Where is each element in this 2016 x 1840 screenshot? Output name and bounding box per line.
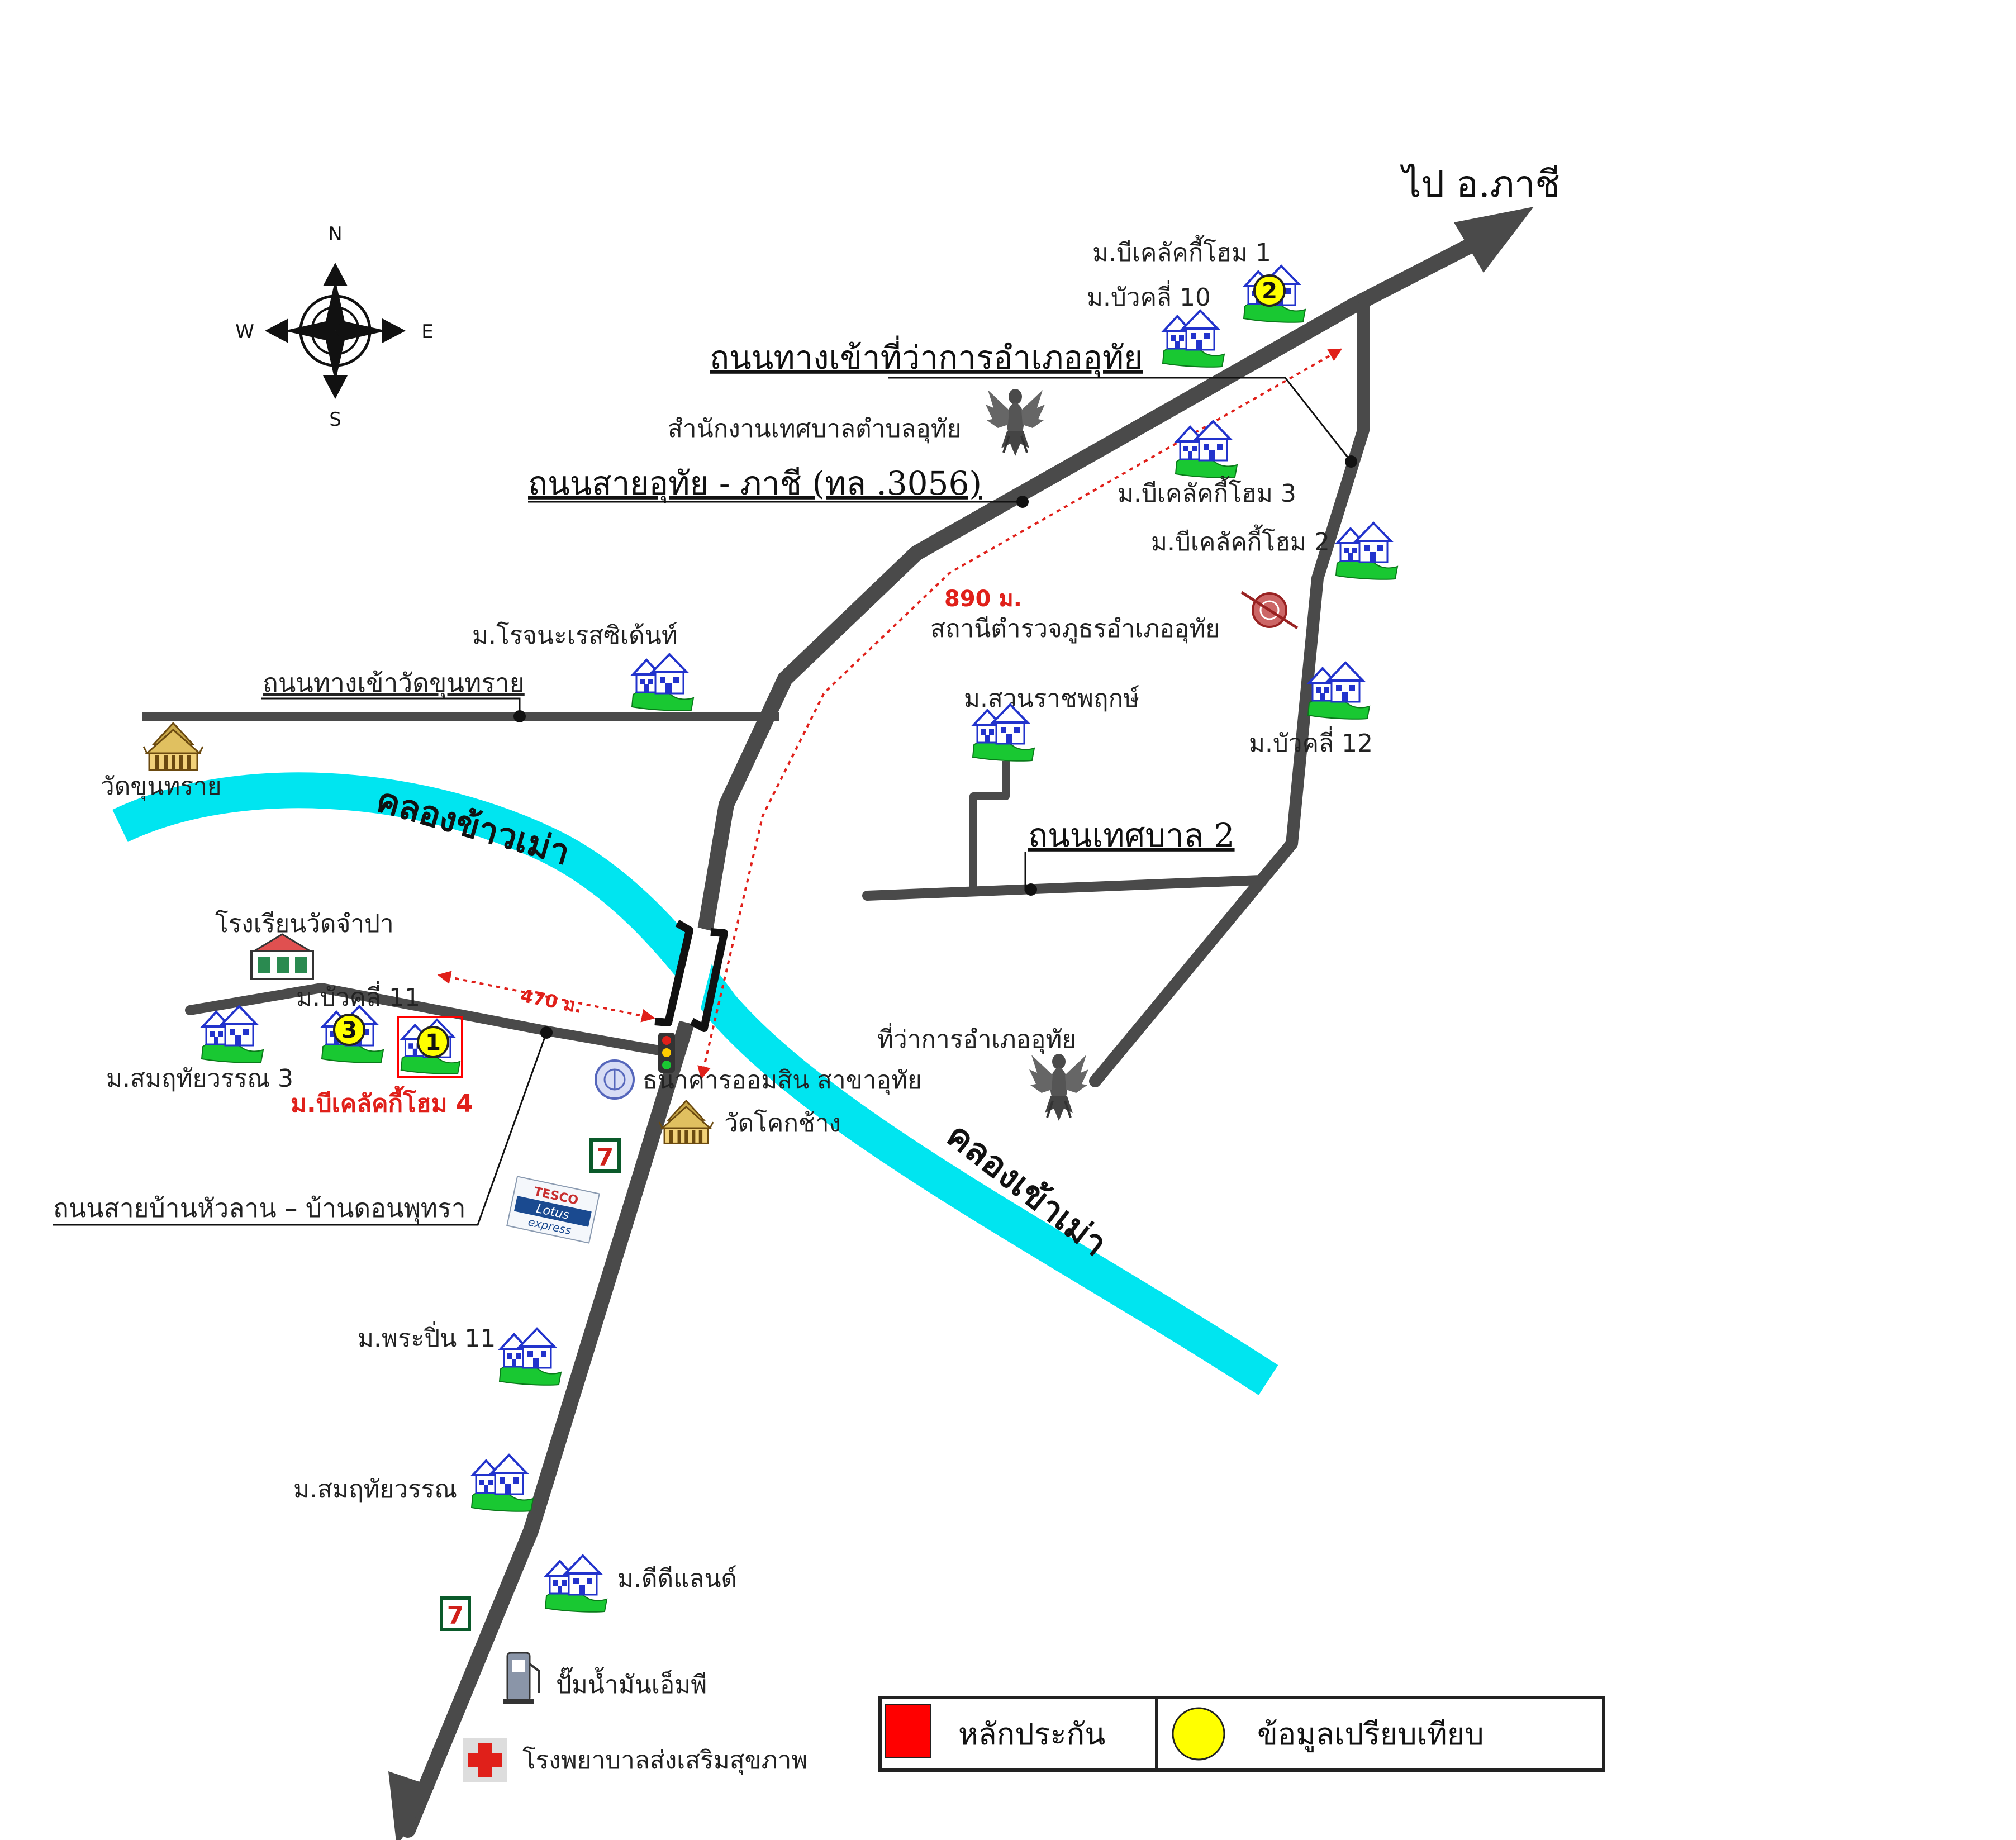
label-subject: ม.บีเคลัคกี้โฮม 4	[291, 1085, 473, 1118]
svg-text:3: 3	[341, 1018, 357, 1043]
svg-text:1: 1	[425, 1030, 441, 1055]
label-hospital: โรงพยาบาลส่งเสริมสุขภาพ	[522, 1746, 807, 1775]
highway-arrow-north	[1454, 207, 1534, 273]
label-somruethai-3: ม.สมฤทัยวรรณ 3	[106, 1064, 293, 1093]
route-to-district	[697, 348, 1343, 1080]
garuda-emblem-icon	[985, 388, 1046, 457]
village-house-icon	[498, 1328, 562, 1386]
label-bleklucky-2: ม.บีเคลัคกี้โฮม 2	[1151, 524, 1330, 557]
road-label-hua-lan: ถนนสายบ้านหัวลาน – บ้านดอนพุทรา	[53, 1193, 466, 1224]
distance-890: 890 ม.	[944, 586, 1022, 612]
svg-text:7: 7	[597, 1143, 614, 1172]
svg-text:2: 2	[1262, 278, 1277, 304]
label-school: โรงเรียนวัดจำปา	[215, 910, 394, 938]
village-house-icon	[631, 653, 695, 712]
village-house-icon	[201, 1005, 264, 1064]
police-badge-icon	[1240, 591, 1299, 630]
label-gas-station: ปั๊มน้ำมันเอ็มพี	[556, 1667, 707, 1699]
road-label-main-highway: ถนนสายอุทัย - ภาชี (ทล .3056)	[528, 464, 982, 503]
collateral-marker-frame	[397, 1016, 463, 1078]
seven-eleven-icon: 7	[440, 1596, 471, 1631]
red-cross-icon	[463, 1738, 507, 1782]
village-house-icon	[972, 703, 1035, 762]
label-police-station: สถานีตำรวจภูธรอำเภออุทัย	[930, 615, 1220, 644]
compass-n: N	[328, 223, 342, 245]
gsb-bank-icon	[595, 1059, 635, 1100]
fuel-pump-icon	[503, 1652, 540, 1704]
village-house-icon	[470, 1454, 534, 1513]
canal-label-north: คลองข้าวเม่า	[372, 779, 574, 873]
road-label-thetsaban-2: ถนนเทศบาล 2	[1028, 816, 1235, 854]
legend-collateral-swatch	[885, 1704, 931, 1758]
traffic-light-icon	[658, 1033, 675, 1073]
canal	[112, 772, 1278, 1395]
svg-text:7: 7	[447, 1601, 464, 1630]
tesco-lotus-logo: TESCO Lotus express	[506, 1176, 600, 1244]
label-wat-khun-sai: วัดขุนทราย	[101, 772, 222, 801]
school-icon	[250, 933, 314, 980]
village-house-icon	[544, 1554, 608, 1613]
label-bleklucky-3: ม.บีเคลัคกี้โฮม 3	[1118, 476, 1296, 508]
seven-eleven-icon: 7	[589, 1138, 621, 1173]
compass-e: E	[421, 321, 433, 343]
label-buakli-12: ม.บัวคลี่ 12	[1249, 726, 1373, 758]
destination-label: ไป อ.ภาชี	[1400, 163, 1560, 206]
comparison-marker-2: 2	[1253, 274, 1286, 307]
compass-rose: N S W E	[235, 223, 434, 431]
label-gsb-bank: ธนาคารออมสิน สาขาอุทัย	[643, 1066, 922, 1095]
road-label-district-access: ถนนทางเข้าที่ว่าการอำเภออุทัย	[710, 335, 1143, 378]
highway-arrow-south	[388, 1771, 435, 1840]
village-house-icon	[1175, 420, 1238, 479]
village-house-icon	[1307, 662, 1371, 720]
garuda-emblem-icon	[1028, 1053, 1090, 1122]
temple-icon	[142, 722, 204, 771]
village-house-icon	[1162, 310, 1225, 368]
label-suanrat: ม.สวนราชพฤกษ์	[964, 684, 1139, 713]
road-label-wat-khun-sai: ถนนทางเข้าวัดขุนทราย	[263, 668, 525, 699]
label-buakli-10: ม.บัวคลี่ 10	[1087, 280, 1211, 312]
label-municipality-office: สำนักงานเทศบาลตำบลอุทัย	[668, 415, 962, 444]
comparison-marker-3: 3	[333, 1014, 365, 1046]
label-somruethai: ม.สมฤทัยวรรณ	[293, 1475, 457, 1504]
legend-comparison-swatch	[1172, 1707, 1225, 1761]
legend-comparison-label: ข้อมูลเปรียบเทียบ	[1257, 1717, 1484, 1752]
label-bleklucky-1: ม.บีเคลัคกี้โฮม 1	[1092, 235, 1271, 267]
distance-470: 470 ม.	[519, 985, 583, 1018]
legend: หลักประกัน ข้อมูลเปรียบเทียบ	[878, 1696, 1605, 1772]
thetsaban-2-road	[862, 875, 1265, 901]
legend-collateral-label: หลักประกัน	[958, 1717, 1105, 1752]
label-rojana: ม.โรจนะเรสซิเด้นท์	[472, 621, 678, 650]
village-house-icon	[1335, 522, 1399, 581]
hua-lan-road	[185, 983, 664, 1055]
label-phrapin-11: ม.พระปิ่น 11	[358, 1321, 496, 1353]
label-wat-khok-chang: วัดโคกช้าง	[724, 1109, 841, 1138]
subject-marker-1: 1	[417, 1026, 449, 1058]
compass-s: S	[329, 408, 341, 431]
compass-w: W	[235, 321, 254, 343]
label-deedee: ม.ดีดีแลนด์	[617, 1565, 737, 1593]
route-to-subject	[437, 971, 655, 1023]
suanrat-access-road	[969, 761, 1010, 890]
label-district-office: ที่ว่าการอำเภออุทัย	[877, 1022, 1076, 1054]
